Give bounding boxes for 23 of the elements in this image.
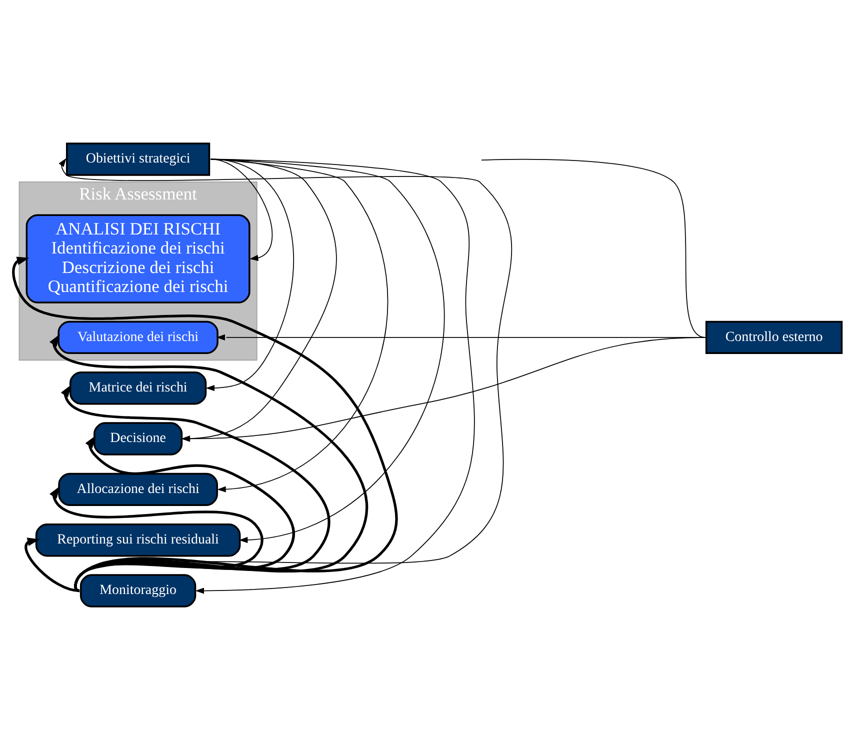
arrow [210,158,272,260]
arrow [181,336,706,442]
node-box: Valutazione dei rischi [58,320,218,354]
node-box: Monitoraggio [80,574,196,607]
node-box: Matrice dei rischi [69,371,207,404]
arrow [50,486,264,592]
arrow [181,158,337,442]
node-box: Obiettivi strategici [66,142,210,176]
arrow [210,158,445,543]
arrow [24,537,80,592]
node-box: Allocazione dei rischi [58,472,218,506]
arrow [195,158,475,594]
arrow [206,158,294,391]
arrow [210,158,388,492]
node-box: Reporting sui rischi residuali [35,523,241,556]
connector [481,158,706,338]
node-box: ANALISI DEI RISCHI Identificazione dei rischi Descrizione dei rischi Quantificazione dei rischi [26,214,250,303]
node-box: Controllo esterno [705,320,843,354]
arrow [58,158,512,591]
arrow [12,256,398,591]
arrow [216,334,707,340]
arrow [50,334,368,592]
node-box: Decisione [94,422,183,455]
